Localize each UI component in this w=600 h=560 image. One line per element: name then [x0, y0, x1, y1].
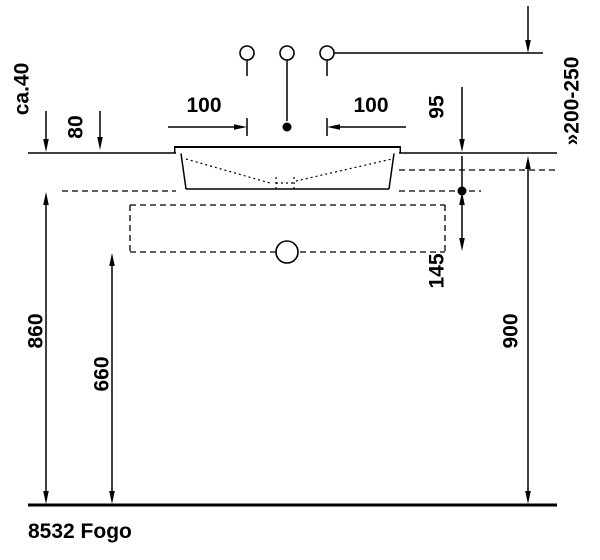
tap-holes [239, 45, 543, 136]
arrow-up-icon [525, 156, 531, 169]
drain-trap-circle [275, 240, 299, 264]
dimension-ca40: ca.40 [11, 63, 49, 152]
dimension-100-left: 100 [168, 94, 247, 130]
washbasin [173, 146, 402, 190]
dimension-660: 660 [91, 253, 115, 504]
dimension-100-right: 100 [327, 94, 406, 130]
arrow-right-icon [234, 124, 247, 130]
dimension-label-100-right: 100 [353, 94, 388, 117]
product-label: 8532 Fogo [28, 520, 132, 543]
dimension-80: 80 [65, 111, 103, 150]
console-frame [129, 204, 446, 264]
basin-inner-slope-right [295, 158, 393, 182]
arrow-down-icon [459, 139, 465, 152]
arrow-down-icon [525, 40, 531, 53]
arrow-down-icon [43, 491, 49, 504]
arrow-up-icon [459, 192, 465, 205]
dimension-label-660: 660 [91, 356, 114, 391]
dimension-label-ca40: ca.40 [11, 63, 34, 116]
tap-hole-left [239, 45, 255, 61]
dimension-145: 145 [426, 192, 465, 289]
basin-body-right [388, 153, 395, 190]
arrow-down-icon [109, 491, 115, 504]
arrow-down-icon [525, 491, 531, 504]
arrow-down-icon [43, 139, 49, 152]
arrow-down-icon [97, 137, 103, 150]
dimension-label-80: 80 [65, 115, 88, 138]
dimension-label-range: »200-250 [561, 57, 584, 146]
dimension-label-145: 145 [426, 253, 449, 288]
arrow-down-icon [459, 238, 465, 251]
dimension-900: 900 [500, 156, 531, 504]
arrow-left-icon [327, 124, 340, 130]
dimension-label-860: 860 [25, 313, 48, 348]
tap-hole-right [319, 45, 335, 61]
dimension-95: 95 [426, 87, 465, 191]
dimension-label-95: 95 [426, 95, 449, 119]
hidden-reference-lines [62, 169, 556, 196]
arrow-up-icon [109, 253, 115, 266]
dimension-label-900: 900 [500, 313, 523, 348]
arrow-up-icon [43, 192, 49, 205]
center-reference-dot [282, 122, 292, 132]
tap-hole-center [279, 45, 295, 61]
dimension-860: 860 [25, 192, 49, 504]
basin-inner-slope-left [185, 158, 271, 184]
basin-body-left [180, 153, 187, 190]
dimension-range-200-250: »200-250 [525, 6, 584, 146]
dimension-label-100-left: 100 [186, 94, 221, 117]
